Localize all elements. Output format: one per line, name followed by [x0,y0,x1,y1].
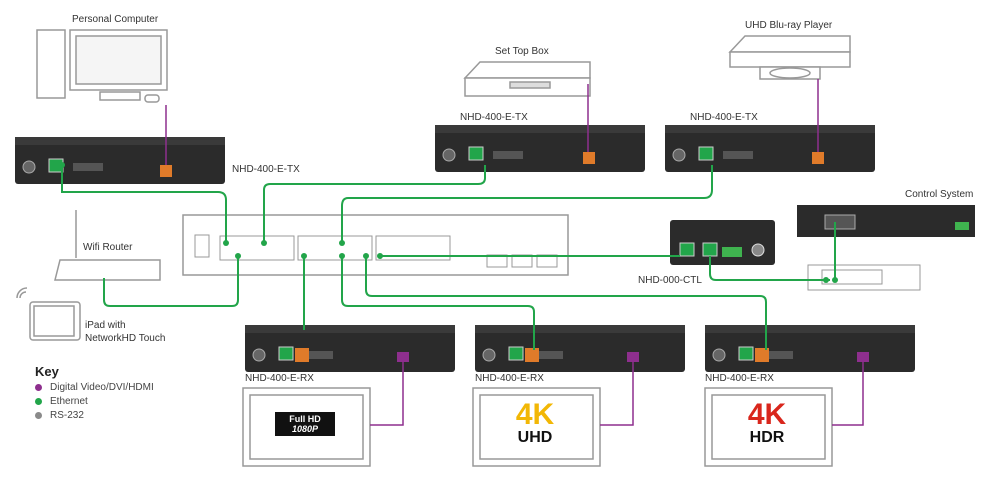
tx2-hdmi-port [583,152,595,164]
label-ipad-2: NetworkHD Touch [85,333,166,344]
tx3-hdmi-port [812,152,824,164]
rx1-device [244,324,456,373]
label-rx3: NHD-400-E-RX [705,373,774,384]
label-tx3: NHD-400-E-TX [690,112,758,123]
key-item-ethernet: Ethernet [35,396,88,407]
key-label: Ethernet [50,396,88,407]
rx2-device [474,324,686,373]
tx1-hdmi-port [160,165,172,177]
label-tx2: NHD-400-E-TX [460,112,528,123]
label-pc: Personal Computer [72,14,159,25]
tx3-device [664,124,876,173]
screen-fullhd: Full HD 1080P [275,412,335,436]
key-item-rs232: RS-232 [35,410,84,421]
label-control: Control System [905,189,974,200]
network-switch-icon [182,214,569,276]
key-title: Key [35,364,59,379]
set-top-box-icon [463,61,591,97]
screen-4k-hdr: 4K HDR [737,400,797,446]
screen-text: 4K [747,398,787,431]
ethernet-cables [61,165,836,350]
screen-text: Full HD [289,414,321,424]
label-tx1: NHD-400-E-TX [232,164,300,175]
label-stb: Set Top Box [495,46,549,57]
tx2-device [434,124,646,173]
label-rx1: NHD-400-E-RX [245,373,314,384]
purple-dot-icon [35,384,42,391]
control-system-device [797,205,975,237]
bluray-player-icon [728,35,851,80]
rx3-device [704,324,916,373]
label-wifi: Wifi Router [83,242,133,253]
key-label: Digital Video/DVI/HDMI [50,382,154,393]
wifi-router-icon [54,210,161,281]
video-cables [165,79,864,426]
screen-4k-uhd: 4K UHD [505,400,565,446]
screen-text: 4K [515,398,555,431]
label-ctl: NHD-000-CTL [638,275,702,286]
gray-dot-icon [35,412,42,419]
personal-computer-icon [36,29,168,103]
tx1-device [14,136,226,185]
ipad-icon [16,287,81,341]
key-item-video: Digital Video/DVI/HDMI [35,382,154,393]
label-ipad-1: iPad with [85,320,126,331]
ctl-device [670,220,775,265]
screen-text: HDR [749,429,785,446]
port-dots [59,162,838,283]
green-dot-icon [35,398,42,405]
screen-text: UHD [517,429,553,446]
label-rx2: NHD-400-E-RX [475,373,544,384]
key-label: RS-232 [50,410,84,421]
screen-text: 1080P [291,424,319,434]
label-bluray: UHD Blu-ray Player [745,20,833,31]
